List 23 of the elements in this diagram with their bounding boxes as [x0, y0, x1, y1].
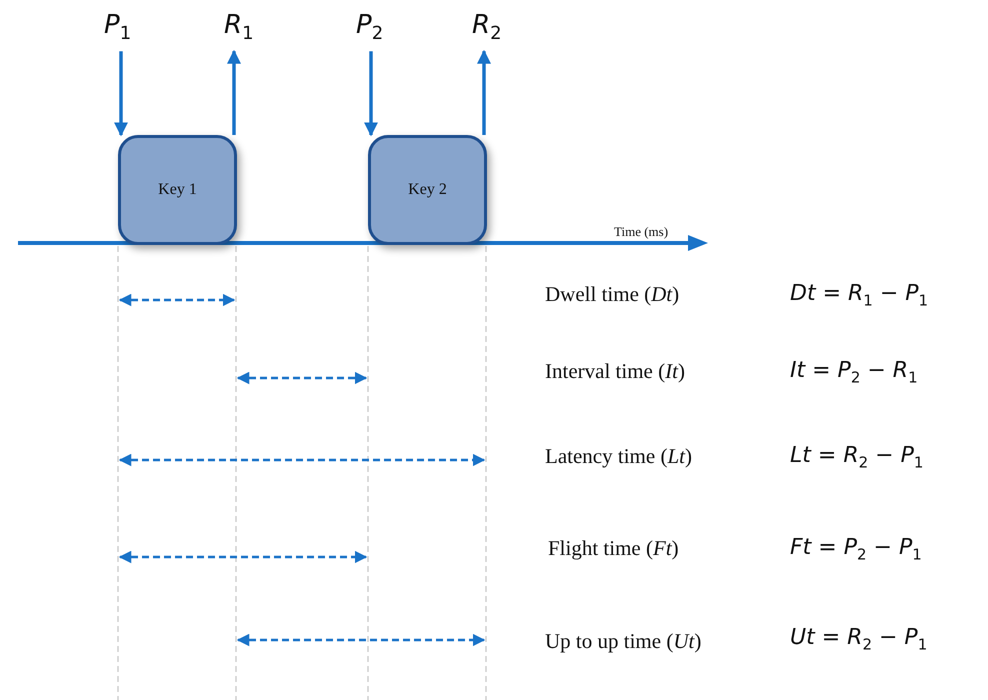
key-box	[368, 135, 487, 245]
formula: Ut = R$_{2}$ − P$_{1}$	[790, 624, 928, 656]
measure-label: Flight time (Ft)	[548, 535, 679, 561]
arrow	[114, 51, 128, 136]
measure-label: Interval time (It)	[545, 358, 685, 384]
event-label: R$_{2}$	[472, 10, 502, 50]
key-label: Key 1	[158, 181, 197, 199]
event-label: R$_{1}$	[224, 10, 254, 50]
formula: It = P$_{2}$ − R$_{1}$	[790, 357, 918, 388]
key-label: Key 2	[408, 181, 447, 199]
arrow	[477, 50, 491, 135]
measure-label: Dwell time (Dt)	[545, 281, 680, 307]
arrow	[227, 50, 241, 135]
measure-label: Up to up time (Ut)	[545, 628, 702, 654]
axis-label: Time (ms)	[614, 224, 668, 240]
measure-label: Latency time (Lt)	[545, 443, 692, 469]
formula: Ft = P$_{2}$ − P$_{1}$	[790, 534, 922, 566]
event-label: P$_{1}$	[104, 10, 132, 50]
formula: Lt = R$_{2}$ − P$_{1}$	[790, 442, 924, 474]
key-box	[118, 135, 237, 245]
formula: Dt = R$_{1}$ − P$_{1}$	[790, 280, 928, 312]
event-label: P$_{2}$	[356, 10, 384, 50]
arrow	[364, 51, 378, 136]
